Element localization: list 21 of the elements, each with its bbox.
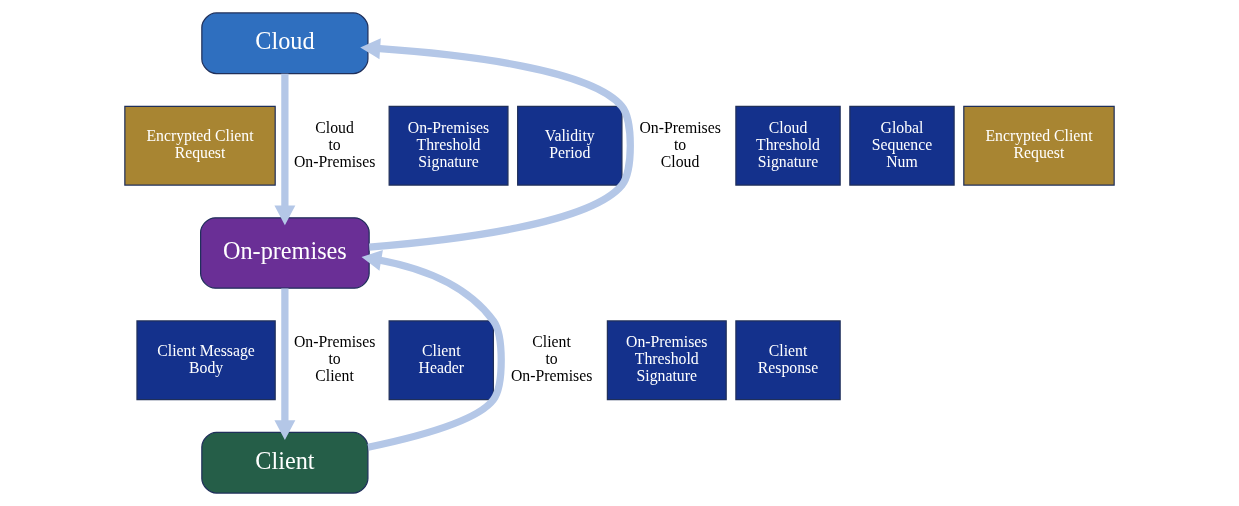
arrow bbox=[274, 73, 296, 226]
node-box: Client bbox=[201, 431, 369, 494]
node-box: On-premises bbox=[200, 217, 370, 289]
edge-label: On-Premises to Client bbox=[293, 333, 376, 385]
node-box: Client Response bbox=[735, 320, 841, 401]
node-box: On-Premises Threshold Signature bbox=[388, 105, 509, 186]
node-box: Global Sequence Num bbox=[849, 105, 955, 186]
node-box: Encrypted Client Request bbox=[124, 105, 276, 186]
arrow bbox=[361, 250, 505, 451]
arrow bbox=[360, 38, 634, 251]
node-box: Client Header bbox=[388, 320, 494, 401]
edge-label: Client to On-Premises bbox=[510, 333, 593, 385]
node-box: On-Premises Threshold Signature bbox=[606, 320, 727, 401]
arrow bbox=[274, 288, 296, 441]
node-box: Cloud Threshold Signature bbox=[735, 105, 841, 186]
edge-label: On-Premises to Cloud bbox=[639, 118, 721, 170]
node-box: Cloud bbox=[201, 12, 369, 75]
node-box: Validity Period bbox=[517, 105, 623, 186]
node-box: Encrypted Client Request bbox=[963, 105, 1115, 186]
edge-label: Cloud to On-Premises bbox=[293, 118, 376, 170]
node-box: Client Message Body bbox=[136, 320, 276, 401]
